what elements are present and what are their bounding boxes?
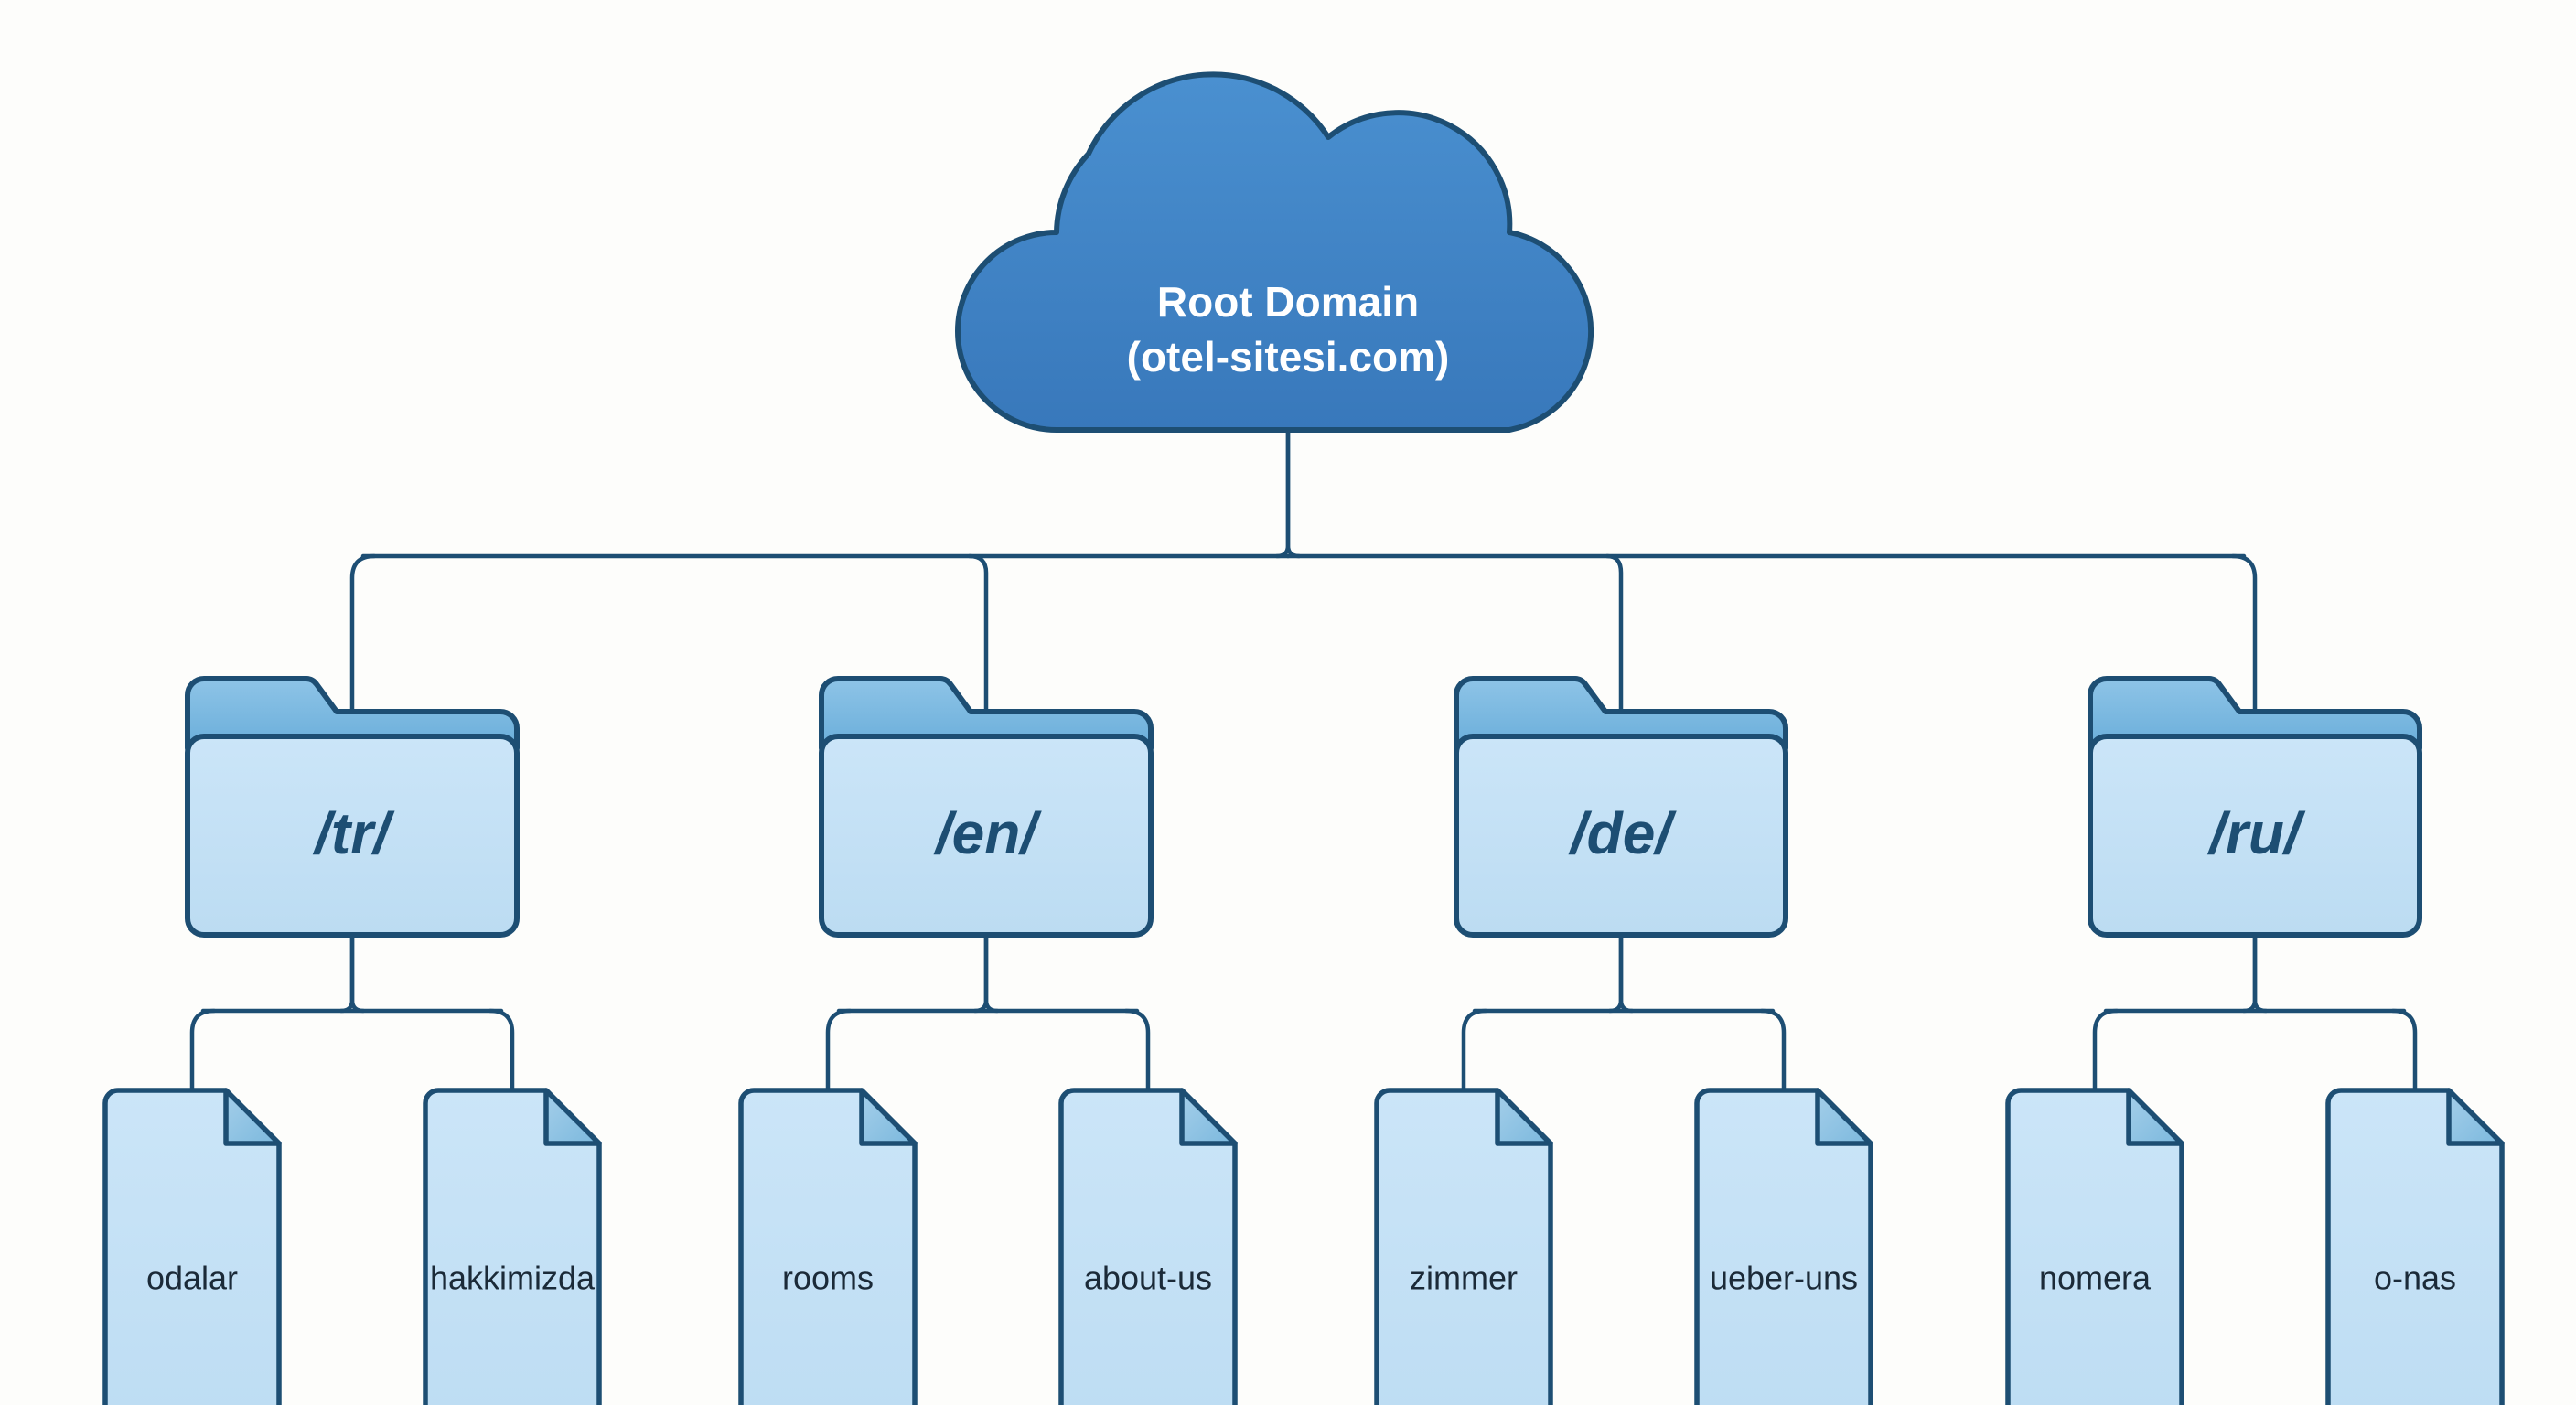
connector-drop-rooms [825, 1008, 853, 1091]
document-icon-nomera [2005, 1088, 2184, 1405]
connector-stem-tr-r [349, 932, 366, 1014]
document-fold-nomera [2126, 1088, 2184, 1146]
document-label-ueber-uns: ueber-uns [1710, 1260, 1858, 1297]
folder-tab-en [819, 676, 1154, 751]
folder-label-tr: /tr/ [312, 800, 395, 866]
document-icon-rooms [738, 1088, 918, 1405]
document-node-hakkimizda[interactable]: hakkimizda [423, 1088, 602, 1405]
connector-root-stem-right [1285, 424, 1302, 559]
document-icon-ueber-uns [1694, 1088, 1873, 1405]
folder-node-tr[interactable]: /tr/ [185, 676, 520, 938]
connector-drop-ueber-uns [1759, 1008, 1787, 1091]
document-label-hakkimizda: hakkimizda [430, 1260, 596, 1297]
document-fold-about-us [1179, 1088, 1238, 1146]
connector-drop-hakkimizda [488, 1008, 515, 1091]
folder-tab-tr [185, 676, 520, 751]
folder-node-de[interactable]: /de/ [1454, 676, 1788, 938]
folder-body-en [819, 734, 1154, 938]
folder-node-en[interactable]: /en/ [819, 676, 1154, 938]
document-icon-o-nas [2325, 1088, 2505, 1405]
connector-stem-en-r [983, 932, 1000, 1014]
connector-drop-tr [349, 553, 377, 735]
document-label-o-nas: o-nas [2374, 1260, 2456, 1297]
connector-drop-about-us [1123, 1008, 1151, 1091]
folder-label-en: /en/ [933, 800, 1042, 866]
folder-body-ru [2088, 734, 2422, 938]
document-label-odalar: odalar [146, 1260, 238, 1297]
connector-stem-ru-r [2252, 932, 2269, 1014]
folder-body-de [1454, 734, 1788, 938]
folder-tab-de [1454, 676, 1788, 751]
root-domain-node[interactable]: Root Domain (otel-sitesi.com) [955, 71, 1594, 433]
folder-label-de: /de/ [1568, 800, 1677, 866]
connector-drop-odalar [189, 1008, 217, 1091]
document-node-zimmer[interactable]: zimmer [1374, 1088, 1553, 1405]
document-icon-zimmer [1374, 1088, 1553, 1405]
connector-drop-o-nas [2390, 1008, 2418, 1091]
connector-drop-en [967, 553, 989, 735]
cloud-icon [955, 71, 1594, 433]
connector-group [189, 424, 2418, 1091]
document-fold-o-nas [2446, 1088, 2505, 1146]
connector-drop-nomera [2092, 1008, 2120, 1091]
root-domain-line2: (otel-sitesi.com) [1127, 333, 1450, 381]
document-icon-about-us [1058, 1088, 1238, 1405]
document-fold-hakkimizda [543, 1088, 602, 1146]
connector-drop-de [1605, 553, 1624, 735]
document-label-nomera: nomera [2039, 1260, 2152, 1297]
folder-body-tr [185, 734, 520, 938]
connector-drop-zimmer [1461, 1008, 1488, 1091]
document-fold-zimmer [1495, 1088, 1553, 1146]
document-icon-hakkimizda [423, 1088, 602, 1405]
folder-label-ru: /ru/ [2206, 800, 2306, 866]
folder-node-ru[interactable]: /ru/ [2088, 676, 2422, 938]
document-icon-odalar [102, 1088, 282, 1405]
document-fold-ueber-uns [1815, 1088, 1873, 1146]
document-fold-rooms [859, 1088, 918, 1146]
connector-stem-de-r [1618, 932, 1635, 1014]
document-label-rooms: rooms [782, 1260, 874, 1297]
document-label-about-us: about-us [1084, 1260, 1212, 1297]
document-fold-odalar [223, 1088, 282, 1146]
document-node-rooms[interactable]: rooms [738, 1088, 918, 1405]
document-label-zimmer: zimmer [1410, 1260, 1518, 1297]
document-node-o-nas[interactable]: o-nas [2325, 1088, 2505, 1405]
root-domain-line1: Root Domain [1157, 278, 1419, 326]
document-node-odalar[interactable]: odalar [102, 1088, 282, 1405]
folder-tab-ru [2088, 676, 2422, 751]
connector-drop-ru [2230, 553, 2258, 735]
document-node-about-us[interactable]: about-us [1058, 1088, 1238, 1405]
document-node-nomera[interactable]: nomera [2005, 1088, 2184, 1405]
document-node-ueber-uns[interactable]: ueber-uns [1694, 1088, 1873, 1405]
